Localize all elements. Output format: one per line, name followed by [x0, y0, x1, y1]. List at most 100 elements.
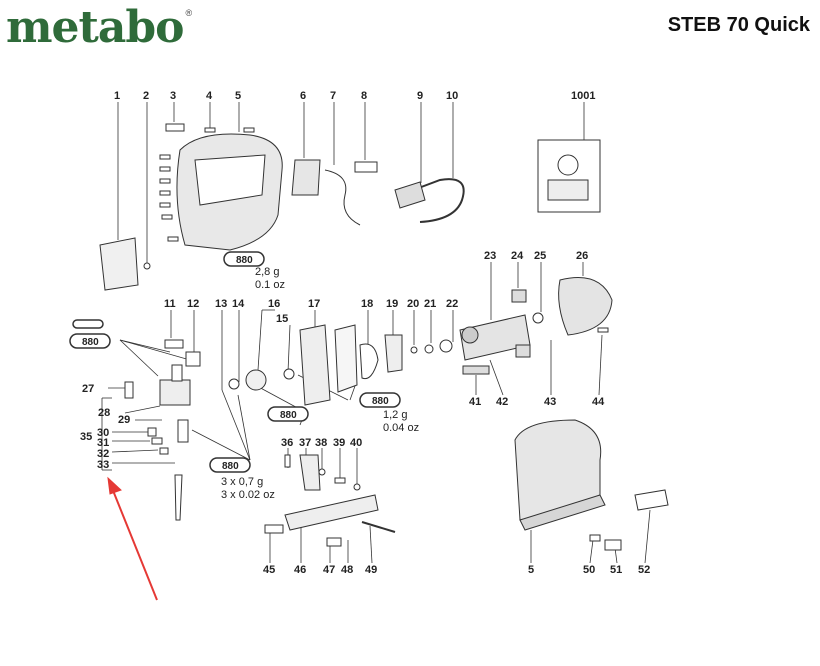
jigsaw-assembly	[514, 419, 602, 521]
part-16-gear	[245, 369, 267, 391]
part-label: 51	[610, 564, 622, 576]
part-label: 24	[511, 250, 524, 262]
part-7-wire	[324, 169, 361, 226]
part-1001-box	[537, 139, 601, 213]
grease-note: 3 x 0,7 g	[221, 476, 263, 488]
model-title: STEB 70 Quick	[667, 14, 810, 36]
part-18	[359, 343, 379, 380]
part-30	[147, 427, 157, 437]
part-label: 10	[446, 90, 458, 102]
part-label: 26	[576, 250, 588, 262]
part-label: 30	[97, 427, 109, 439]
part-4-screw	[243, 127, 255, 133]
part-2-screw	[143, 262, 151, 270]
grease-note: 1,2 g	[383, 409, 407, 421]
part-label: 8	[361, 90, 367, 102]
part-44	[597, 327, 609, 333]
part-32	[159, 447, 169, 455]
part-label: 36	[281, 437, 293, 449]
part-28	[159, 379, 191, 406]
part-label: 2	[143, 90, 149, 102]
part-label: 23	[484, 250, 496, 262]
part-3-label	[165, 123, 185, 132]
part-50	[589, 534, 601, 542]
part-label: 31	[97, 437, 109, 449]
part-8-connector	[354, 161, 378, 173]
part-33-plunger	[177, 419, 189, 443]
part-label: 28	[98, 407, 110, 419]
part-26-stator	[558, 277, 613, 336]
part-22	[439, 339, 453, 353]
part-25	[532, 312, 544, 324]
brand-logo: metabo®	[6, 2, 192, 53]
part-label: 13	[215, 298, 227, 310]
part-label: 5	[235, 90, 241, 102]
tube-label: 880	[280, 410, 297, 421]
grease-notes: 880 880 880 880 880 2,8 g 0.1 oz 1,2 g 0…	[82, 255, 419, 501]
part-label: 52	[638, 564, 650, 576]
grease-note: 2,8 g	[255, 266, 279, 278]
part-41	[462, 365, 490, 375]
part-label: 44	[592, 396, 605, 408]
part-label: 4	[206, 90, 213, 102]
part-24-brush	[511, 289, 527, 303]
part-19	[384, 334, 403, 373]
part-label: 15	[276, 313, 288, 325]
part-11	[164, 339, 184, 349]
part-45	[264, 524, 284, 534]
part-52-label	[634, 489, 669, 511]
part-label: 9	[417, 90, 423, 102]
part-label: 3	[170, 90, 176, 102]
part-37	[299, 454, 321, 491]
part-36	[284, 454, 291, 468]
part-10-cable	[399, 178, 465, 223]
part-label: 40	[350, 437, 362, 449]
tube-label: 880	[82, 337, 99, 348]
grease-note: 0.1 oz	[255, 279, 285, 291]
grease-note: 3 x 0.02 oz	[221, 489, 275, 501]
part-1-cover	[99, 237, 139, 291]
part-label: 48	[341, 564, 353, 576]
part-label: 1001	[571, 90, 595, 102]
part-label: 37	[299, 437, 311, 449]
part-label: 41	[469, 396, 481, 408]
part-label: 19	[386, 298, 398, 310]
part-51	[604, 539, 622, 551]
part-21	[424, 344, 434, 354]
part-label: 42	[496, 396, 508, 408]
part-label: 7	[330, 90, 336, 102]
part-label: 20	[407, 298, 419, 310]
part-label: 27	[82, 383, 94, 395]
part-label: 5	[528, 564, 534, 576]
grease-tube	[69, 251, 401, 473]
part-label: 12	[187, 298, 199, 310]
part-label: 29	[118, 414, 130, 426]
part-label: 6	[300, 90, 306, 102]
part-label: 39	[333, 437, 345, 449]
part-47	[326, 537, 342, 547]
part-label: 32	[97, 448, 109, 460]
tube-label: 880	[372, 396, 389, 407]
tube-label: 880	[236, 255, 253, 266]
part-label: 49	[365, 564, 377, 576]
part-label: 16	[268, 298, 280, 310]
housing-screws	[159, 154, 179, 242]
part-31	[151, 437, 163, 445]
part-label: 33	[97, 459, 109, 471]
part-label: 22	[446, 298, 458, 310]
part-label: 21	[424, 298, 436, 310]
part-label: 50	[583, 564, 595, 576]
part-label: 47	[323, 564, 335, 576]
part-12	[185, 351, 201, 367]
part-49-hexkey	[361, 521, 396, 533]
tube-label: 880	[222, 461, 239, 472]
part-label: 35	[80, 431, 92, 443]
part-label: 17	[308, 298, 320, 310]
part-label: 46	[294, 564, 306, 576]
part-label: 14	[232, 298, 245, 310]
part-6-switch	[291, 159, 321, 196]
saw-blade	[174, 474, 183, 521]
part-15	[283, 368, 295, 380]
